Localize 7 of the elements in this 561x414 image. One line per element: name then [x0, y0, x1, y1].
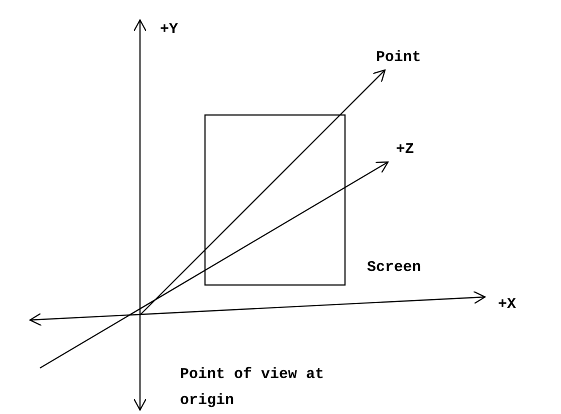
axis-label: +X	[498, 295, 516, 315]
point-label: Point	[376, 48, 422, 68]
axis-label: +Y	[160, 20, 178, 40]
screen-label: Screen	[367, 258, 422, 278]
screen-rectangle	[204, 114, 346, 286]
axis-label: +Z	[396, 140, 414, 160]
origin-note: Point of view at origin	[180, 365, 326, 411]
